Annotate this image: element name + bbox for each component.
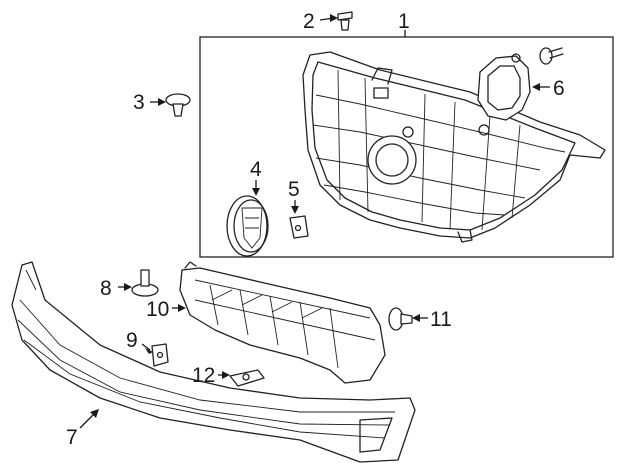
callout-10: 10 xyxy=(146,298,169,321)
grille-assembly[interactable] xyxy=(302,51,606,243)
push-pin-clip-part-3[interactable] xyxy=(165,93,191,117)
emblem-part-4[interactable] xyxy=(226,195,269,257)
lower-trim-part-7[interactable] xyxy=(11,261,416,463)
screw-part-6[interactable] xyxy=(539,47,564,65)
nut-part-9[interactable] xyxy=(151,343,169,367)
callout-1: 1 xyxy=(398,10,410,33)
callout-12: 12 xyxy=(192,364,215,387)
callout-7: 7 xyxy=(66,426,78,449)
grille-assembly-frame xyxy=(199,36,614,258)
callout-8: 8 xyxy=(100,277,112,300)
callout-11: 11 xyxy=(430,308,452,331)
callout-2: 2 xyxy=(303,10,315,33)
push-clip-part-11[interactable] xyxy=(388,307,413,331)
callout-4: 4 xyxy=(250,158,262,181)
callout-3: 3 xyxy=(133,91,145,114)
callout-6: 6 xyxy=(553,77,565,100)
nut-plate-part-12[interactable] xyxy=(229,369,265,387)
push-clip-part-8[interactable] xyxy=(131,269,159,297)
push-pin-clip-part-2[interactable] xyxy=(337,11,353,31)
support-bracket-part-10[interactable] xyxy=(179,261,386,384)
callout-9: 9 xyxy=(126,329,138,352)
camera-bracket-part-6[interactable] xyxy=(477,53,531,121)
leader-lines xyxy=(79,14,550,429)
callout-5: 5 xyxy=(288,178,300,201)
bracket-part-5[interactable] xyxy=(289,215,309,239)
